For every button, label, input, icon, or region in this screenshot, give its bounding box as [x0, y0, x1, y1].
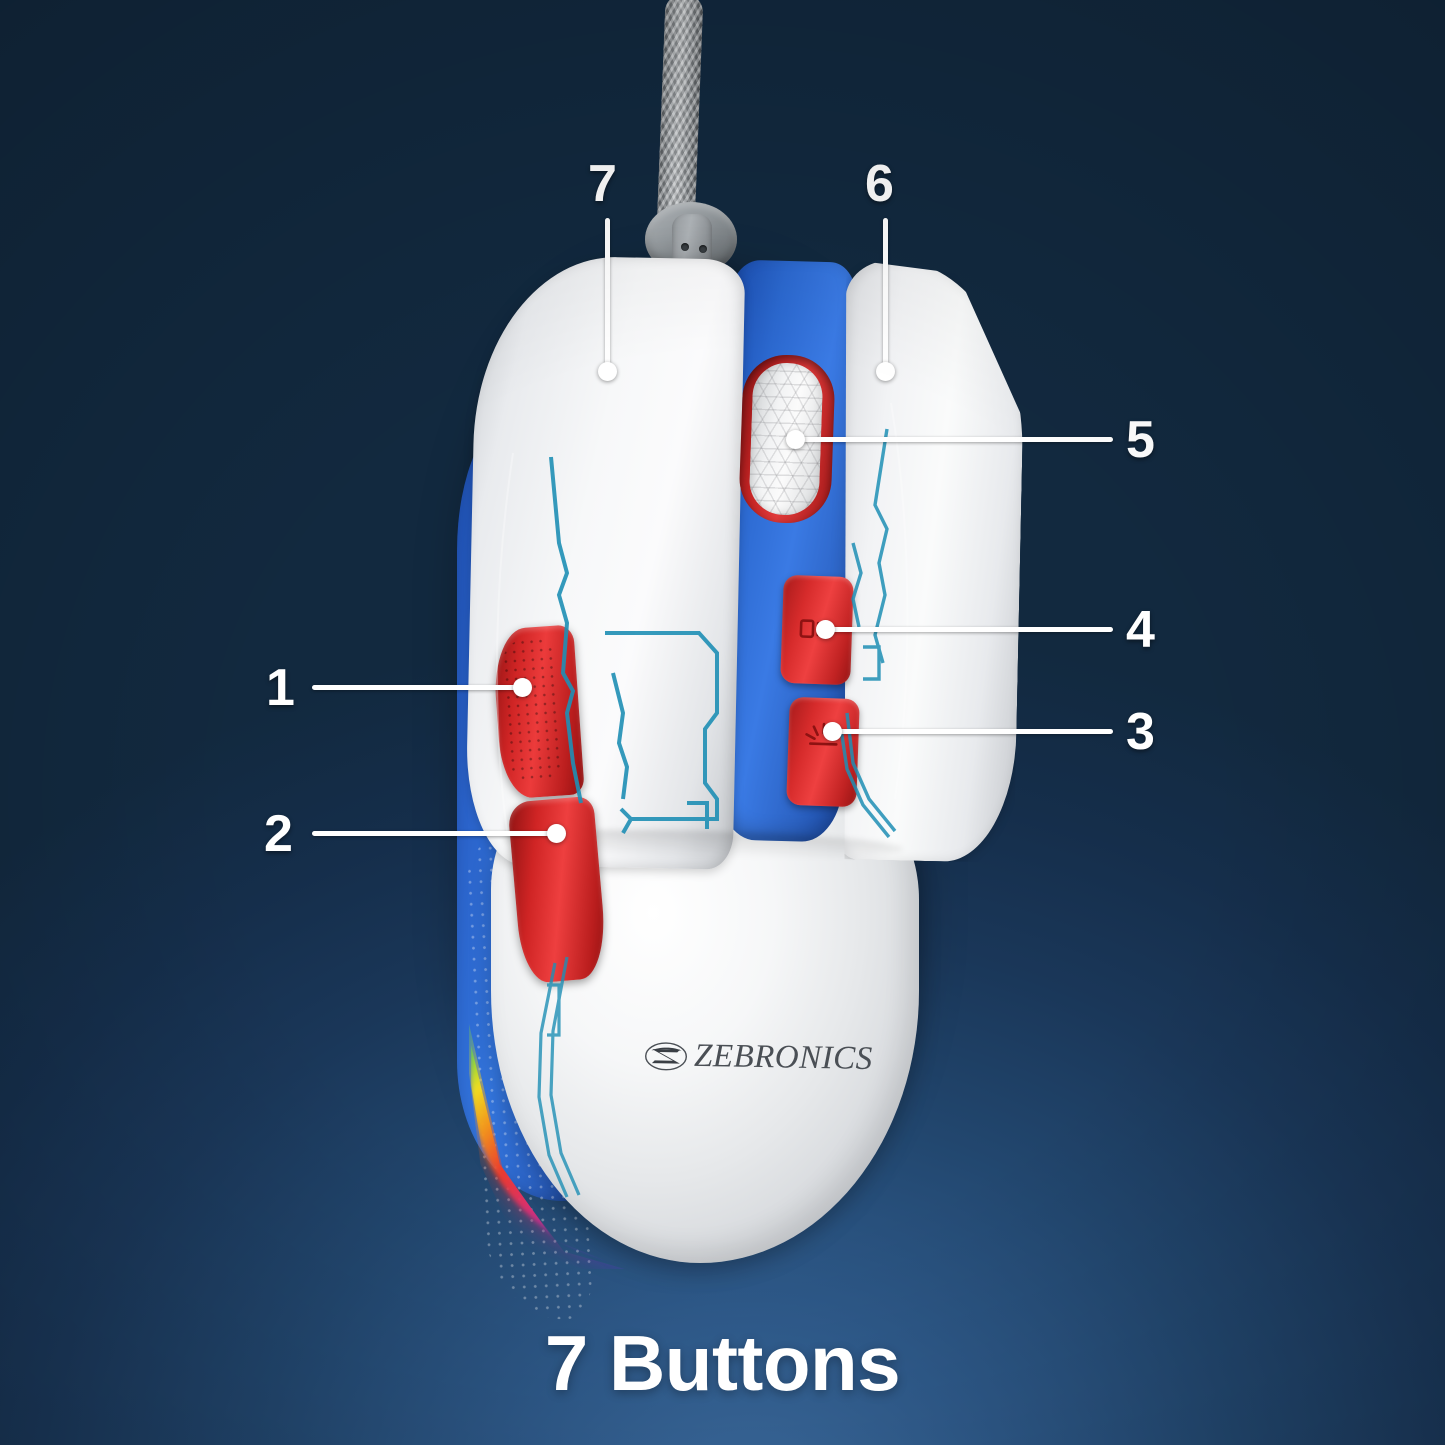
callout-number-7: 7 [588, 155, 617, 213]
callout-leader-4 [825, 627, 1113, 632]
side-button-texture [499, 635, 566, 786]
callout-number-3: 3 [1126, 703, 1155, 761]
callout-leader-6 [883, 218, 888, 366]
gaming-mouse: ZEBRONICS [455, 243, 925, 1324]
callout-number-2: 2 [264, 805, 293, 863]
callout-dot-6 [876, 362, 895, 381]
callout-number-5: 5 [1126, 411, 1155, 469]
rgb-lighting-button[interactable] [786, 696, 860, 808]
right-click-button[interactable] [834, 259, 1027, 863]
callout-dot-4 [816, 620, 835, 639]
zebronics-z-logo-icon [645, 1041, 688, 1070]
callout-leader-1 [312, 685, 524, 690]
callout-leader-3 [832, 729, 1113, 734]
callout-leader-7 [605, 218, 610, 366]
callout-leader-5 [795, 437, 1113, 442]
callout-dot-3 [823, 722, 842, 741]
plug-vent-hole-right [699, 245, 707, 253]
callout-number-6: 6 [865, 155, 894, 213]
callout-dot-1 [513, 678, 532, 697]
callout-number-1: 1 [266, 659, 295, 717]
callout-dot-2 [547, 824, 566, 843]
caption-text: 7 Buttons [544, 1319, 901, 1407]
callout-dot-5 [786, 430, 805, 449]
callout-leader-2 [312, 831, 558, 836]
plug-vent-hole-left [681, 243, 689, 251]
callout-dot-7 [598, 362, 617, 381]
brand-logo: ZEBRONICS [645, 1037, 873, 1077]
brand-name: ZEBRONICS [693, 1037, 873, 1077]
callout-number-4: 4 [1126, 601, 1155, 659]
braided-cable [656, 0, 704, 235]
